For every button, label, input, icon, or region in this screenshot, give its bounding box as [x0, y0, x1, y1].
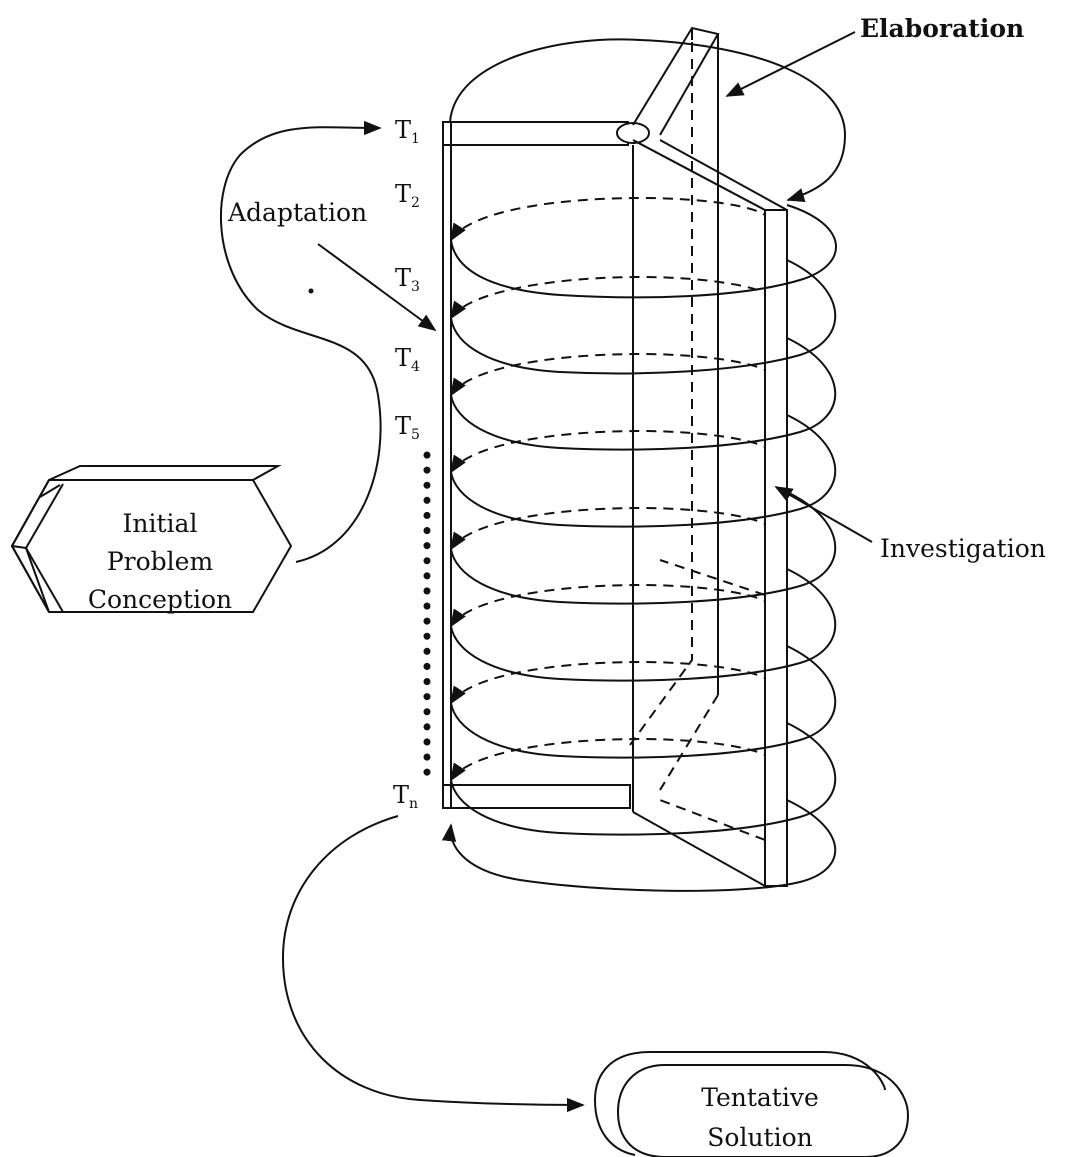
time-marker-t1: T1: [395, 116, 420, 147]
top-plate: [442, 121, 629, 146]
spiral-loop-2-back: [449, 275, 766, 320]
time-marker-t3: T3: [395, 264, 420, 295]
spiral-loop-8-front: [450, 722, 837, 836]
spiral-loop-8-back: [450, 737, 766, 782]
spiral-loop-5-back: [450, 506, 766, 551]
time-marker-t2: T2: [395, 180, 420, 211]
elaboration-arrow: [725, 31, 856, 97]
spiral-loop-6-front: [450, 568, 837, 682]
adaptation-arrow: [317, 243, 437, 332]
cylinder-frame: [442, 121, 650, 812]
spiral-loop-1-front: [450, 204, 837, 299]
tn-to-solution-connector: [281, 815, 585, 1113]
spiral-loops: [441, 38, 847, 892]
time-markers: T1 T2 T3 T4 T5 Tn: [393, 116, 420, 812]
initial-line-1: Initial: [123, 509, 198, 538]
initial-to-t1-connector: [219, 120, 382, 563]
tentative-solution-box: Tentative Solution: [593, 1051, 910, 1157]
spiral-loop-7-front: [450, 645, 837, 759]
spiral-loop-2-front: [450, 259, 837, 375]
spiral-loop-1-back: [450, 196, 766, 242]
spiral-loop-3-back: [450, 352, 766, 397]
spiral-loop-3-front: [450, 337, 837, 451]
stray-dot: [308, 288, 314, 294]
spiral-loop-5-front: [450, 491, 837, 605]
investigation-arrow: [774, 486, 873, 543]
time-marker-t5: T5: [395, 412, 420, 443]
tentative-line-1: Tentative: [701, 1083, 819, 1112]
elaboration-plate: [629, 26, 720, 791]
spiral-top-arc: [449, 38, 847, 203]
bottom-plate: [442, 784, 631, 809]
investigation-label: Investigation: [880, 534, 1046, 563]
top-hub: [616, 122, 650, 144]
initial-problem-box: Initial Problem Conception: [10, 465, 293, 614]
tentative-line-2: Solution: [707, 1123, 812, 1152]
initial-line-2: Problem: [107, 547, 214, 576]
spiral-loop-6-back: [450, 583, 766, 628]
time-marker-t4: T4: [395, 344, 420, 375]
spiral-loop-4-front: [450, 414, 837, 528]
elaboration-label: Elaboration: [860, 14, 1024, 43]
adaptation-label: Adaptation: [227, 198, 367, 227]
spiral-loop-4-back: [450, 429, 766, 474]
spiral-bottom-arc: [441, 799, 837, 892]
spiral-loop-7-back: [450, 660, 766, 705]
front-axis-bar: [442, 121, 452, 809]
investigation-plate: [632, 139, 788, 887]
initial-line-3: Conception: [88, 585, 232, 614]
time-marker-tn: Tn: [393, 781, 418, 812]
